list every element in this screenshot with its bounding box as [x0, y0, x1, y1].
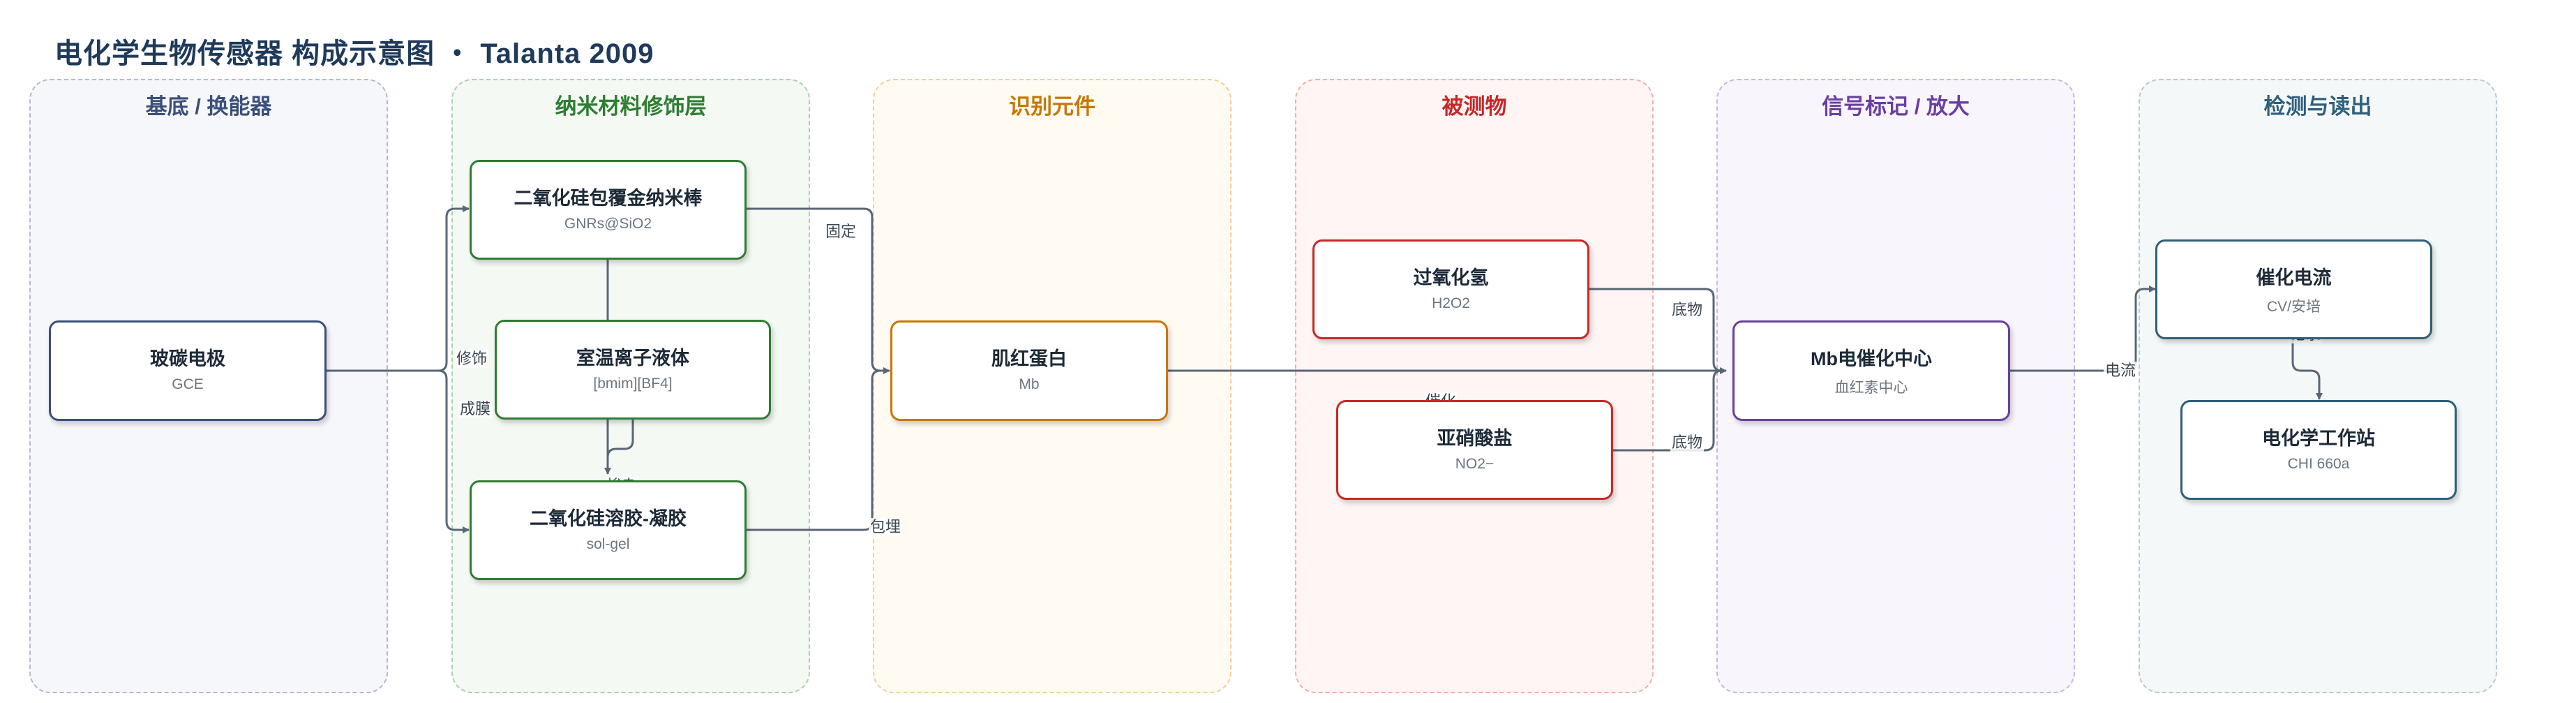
node-gnr-title: 二氧化硅包覆金纳米棒	[514, 188, 703, 209]
node-workstation-title: 电化学工作站	[2262, 428, 2375, 449]
node-workstation-sub: CHI 660a	[2287, 456, 2350, 472]
node-ionic-liquid: 室温离子液体 [bmim][BF4]	[495, 320, 771, 420]
node-mb-catalytic-center-title: Mb电催化中心	[1811, 348, 1932, 369]
edge-h2o2-to-mbc	[1589, 288, 1723, 372]
edge-gce-to-sol	[325, 369, 470, 533]
edge-il-to-sol	[606, 418, 634, 458]
lane-title-recognition: 识别元件	[1009, 94, 1095, 119]
node-ionic-liquid-sub: [bmim][BF4]	[593, 376, 673, 392]
node-nitrite-title: 亚硝酸盐	[1437, 428, 1513, 449]
node-ionic-liquid-title: 室温离子液体	[576, 348, 689, 369]
node-solgel-sub: sol-gel	[586, 536, 630, 552]
edge-label-film: 成膜	[458, 400, 493, 418]
lane-title-analyte: 被测物	[1441, 94, 1507, 119]
node-gce-sub: GCE	[172, 376, 204, 392]
edge-label-fix: 固定	[824, 223, 858, 241]
node-myoglobin: 肌红蛋白 Mb	[890, 320, 1168, 421]
lane-analyte: 被测物	[1295, 79, 1654, 693]
node-mb-catalytic-center-sub: 血红素中心	[1834, 380, 1908, 396]
node-catalytic-current-title: 催化电流	[2256, 267, 2332, 288]
node-gce-title: 玻碳电极	[150, 348, 225, 369]
edge-label-substrate-h2o2: 底物	[1670, 301, 1705, 319]
node-gce: 玻碳电极 GCE	[49, 320, 327, 421]
lane-detection: 检测与读出	[2139, 79, 2497, 693]
node-catalytic-current-sub: CV/安培	[2266, 299, 2321, 315]
node-gnr-sub: GNRs@SiO2	[564, 216, 652, 232]
node-h2o2-sub: H2O2	[1432, 295, 1470, 311]
edge-label-wrap: 包埋	[869, 518, 903, 536]
edge-label-current: 电流	[2104, 362, 2138, 380]
node-solgel-title: 二氧化硅溶胶-凝胶	[530, 508, 687, 529]
edge-label-modify: 修饰	[455, 350, 489, 368]
node-myoglobin-title: 肌红蛋白	[991, 348, 1067, 369]
node-solgel: 二氧化硅溶胶-凝胶 sol-gel	[470, 480, 747, 580]
node-catalytic-current: 催化电流 CV/安培	[2155, 239, 2432, 339]
edge-cur-to-chi	[2291, 337, 2323, 400]
edge-label-substrate-no2: 底物	[1670, 434, 1705, 452]
node-h2o2-title: 过氧化氢	[1413, 267, 1489, 288]
node-myoglobin-sub: Mb	[1019, 376, 1040, 392]
lane-title-substrate: 基底 / 换能器	[145, 94, 272, 119]
edge-mbc-to-cur	[2009, 286, 2156, 372]
lane-title-signal: 信号标记 / 放大	[1822, 94, 1970, 119]
node-workstation: 电化学工作站 CHI 660a	[2180, 400, 2457, 500]
lane-title-nanomaterial: 纳米材料修饰层	[555, 94, 707, 119]
node-nitrite: 亚硝酸盐 NO2−	[1336, 400, 1613, 500]
node-nitrite-sub: NO2−	[1455, 456, 1495, 472]
page-title: 电化学生物传感器 构成示意图 ・ Talanta 2009	[54, 38, 654, 69]
edge-gce-to-gnr	[325, 205, 470, 372]
edge-no2-to-mbc	[1612, 369, 1723, 452]
node-h2o2: 过氧化氢 H2O2	[1312, 239, 1589, 339]
node-gnr: 二氧化硅包覆金纳米棒 GNRs@SiO2	[470, 160, 747, 260]
node-mb-catalytic-center: Mb电催化中心 血红素中心	[1732, 320, 2010, 421]
lane-title-detection: 检测与读出	[2263, 94, 2372, 119]
